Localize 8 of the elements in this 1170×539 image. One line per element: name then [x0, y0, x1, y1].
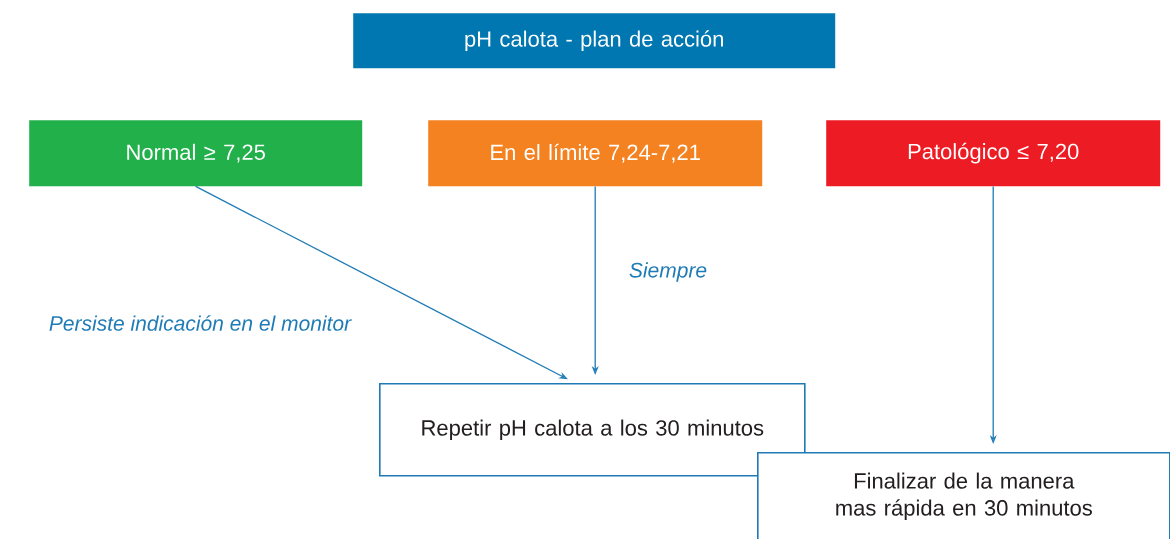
action-box: Finalizar de la manera mas rápida en 30 minutos: [757, 452, 1170, 539]
edge-label: Persiste indicación en el monitor: [49, 315, 352, 331]
category-box: En el límite 7,24-7,21: [428, 120, 763, 187]
edge-label: Siempre: [629, 262, 707, 282]
category-box: Patológico ≤ 7,20: [826, 120, 1161, 187]
title-box: pH calota - plan de acción: [353, 13, 836, 69]
action-box: Repetir pH calota a los 30 minutos: [379, 383, 806, 477]
category-box: Normal ≥ 7,25: [29, 120, 363, 187]
